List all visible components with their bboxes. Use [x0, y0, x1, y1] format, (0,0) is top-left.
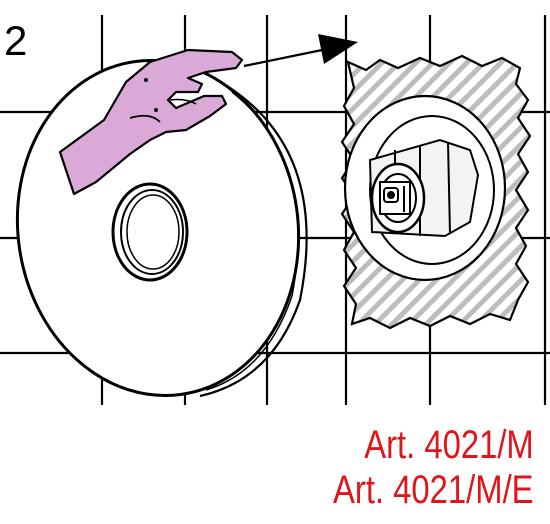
hand-icon: [58, 48, 244, 196]
article-label-4021-m: Art. 4021/M: [364, 423, 534, 467]
arrow-right-up-icon: [243, 34, 358, 68]
step-number: 2: [4, 17, 28, 64]
article-label-4021-m-e: Art. 4021/M/E: [333, 468, 534, 512]
valve-cartridge: [368, 138, 480, 238]
